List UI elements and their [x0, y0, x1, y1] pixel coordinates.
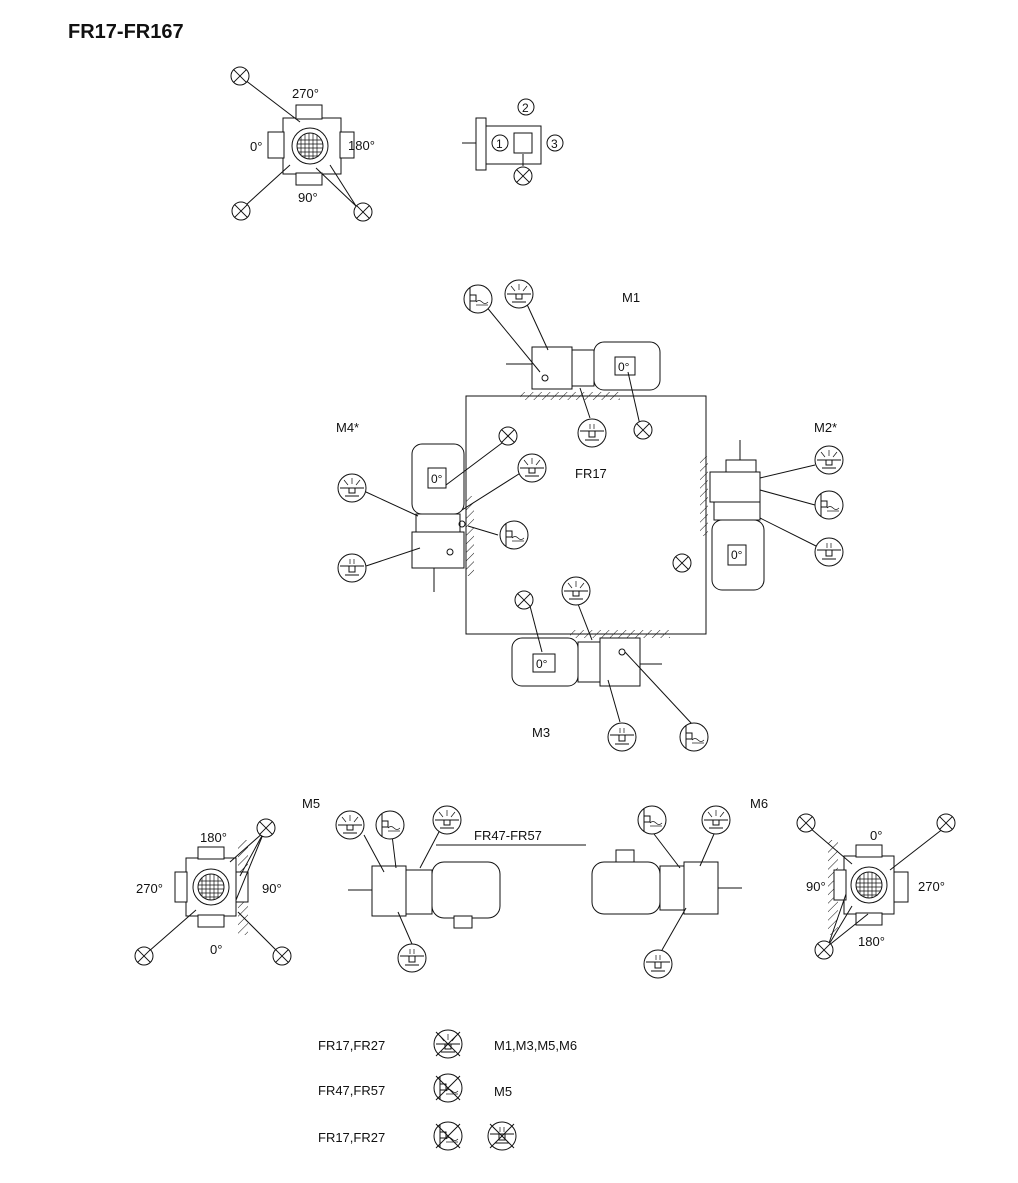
breather-icon	[337, 473, 367, 503]
level-plug-icon	[499, 520, 529, 550]
angle-label-left: 0°	[250, 139, 262, 154]
mounting-label-m2: M2*	[814, 420, 837, 435]
breather-icon	[561, 576, 591, 606]
top-right-position-view: 2 1 3	[462, 98, 564, 186]
level-plug-icon	[637, 805, 667, 835]
legend-models-1: FR17,FR27	[318, 1038, 385, 1053]
blocked-vent-icon	[796, 813, 816, 833]
not-allowed-level-plug-icon	[433, 1073, 463, 1103]
bottom-left-angle-view: 180° 270° 90° 0°	[134, 818, 292, 966]
angle-label-right: 270°	[918, 879, 945, 894]
breather-icon	[814, 445, 844, 475]
range-label: FR47-FR57	[474, 828, 542, 843]
motor-angle-m1: 0°	[618, 360, 630, 374]
center-mounting-diagram: FR17 0° M1 0° M2*	[336, 279, 844, 752]
not-allowed-level-plug-icon	[433, 1121, 463, 1151]
legend-positions-1: M1,M3,M5,M6	[494, 1038, 577, 1053]
page-title: FR17-FR167	[68, 21, 184, 43]
legend-positions-2: M5	[494, 1084, 512, 1099]
center-label: FR17	[575, 466, 607, 481]
m5-side-view: M5 FR47-FR57	[302, 796, 586, 973]
angle-label-left: 90°	[806, 879, 826, 894]
mounting-label-m3: M3	[532, 725, 550, 740]
bottom-right-angle-view: 0° 90° 270° 180°	[796, 813, 956, 960]
drain-plug-icon	[577, 418, 607, 448]
blocked-vent-icon	[272, 946, 292, 966]
angle-label-top: 270°	[292, 86, 319, 101]
legend-models-3: FR17,FR27	[318, 1130, 385, 1145]
blocked-vent-icon	[134, 946, 154, 966]
angle-label-bottom: 90°	[298, 190, 318, 205]
level-plug-icon	[679, 722, 709, 752]
drain-plug-icon	[643, 949, 673, 979]
motor-angle-m4: 0°	[431, 472, 443, 486]
mounting-label-m4: M4*	[336, 420, 359, 435]
angle-label-left: 270°	[136, 881, 163, 896]
drain-plug-icon	[397, 943, 427, 973]
angle-label-right: 180°	[348, 138, 375, 153]
drain-plug-icon	[607, 722, 637, 752]
blocked-vent-icon	[633, 420, 653, 440]
blocked-vent-icon	[256, 818, 276, 838]
angle-label-right: 90°	[262, 881, 282, 896]
blocked-vent-icon	[498, 426, 518, 446]
not-allowed-breather-icon	[433, 1029, 463, 1059]
breather-icon	[517, 453, 547, 483]
breather-icon	[701, 805, 731, 835]
legend: FR17,FR27 M1,M3,M5,M6 FR47,FR57 M5 FR17,…	[318, 1029, 577, 1151]
motor-angle-m3: 0°	[536, 657, 548, 671]
angle-label-bottom: 0°	[210, 942, 222, 957]
drain-plug-icon	[814, 537, 844, 567]
m6-side-view: M6	[591, 796, 768, 979]
blocked-vent-icon	[230, 66, 250, 86]
angle-label-top: 0°	[870, 828, 882, 843]
blocked-vent-icon	[672, 553, 692, 573]
position-label-1: 1	[496, 137, 503, 151]
level-plug-icon	[375, 810, 405, 840]
blocked-vent-icon	[513, 166, 533, 186]
not-allowed-drain-plug-icon	[487, 1121, 517, 1151]
blocked-vent-icon	[514, 590, 534, 610]
angle-label-bottom: 180°	[858, 934, 885, 949]
mounting-label-m1: M1	[622, 290, 640, 305]
breather-icon	[335, 810, 365, 840]
motor-angle-m2: 0°	[731, 548, 743, 562]
position-label-3: 3	[551, 137, 558, 151]
legend-models-2: FR47,FR57	[318, 1083, 385, 1098]
mounting-label-m5: M5	[302, 796, 320, 811]
level-plug-icon	[814, 490, 844, 520]
blocked-vent-icon	[814, 940, 834, 960]
blocked-vent-icon	[231, 201, 251, 221]
mounting-label-m6: M6	[750, 796, 768, 811]
breather-icon	[432, 805, 462, 835]
blocked-vent-icon	[936, 813, 956, 833]
blocked-vent-icon	[353, 202, 373, 222]
drain-plug-icon	[337, 553, 367, 583]
breather-icon	[504, 279, 534, 309]
angle-label-top: 180°	[200, 830, 227, 845]
top-left-angle-view: 270° 0° 180° 90°	[230, 66, 375, 222]
level-plug-icon	[463, 284, 493, 314]
position-label-2: 2	[522, 101, 529, 115]
